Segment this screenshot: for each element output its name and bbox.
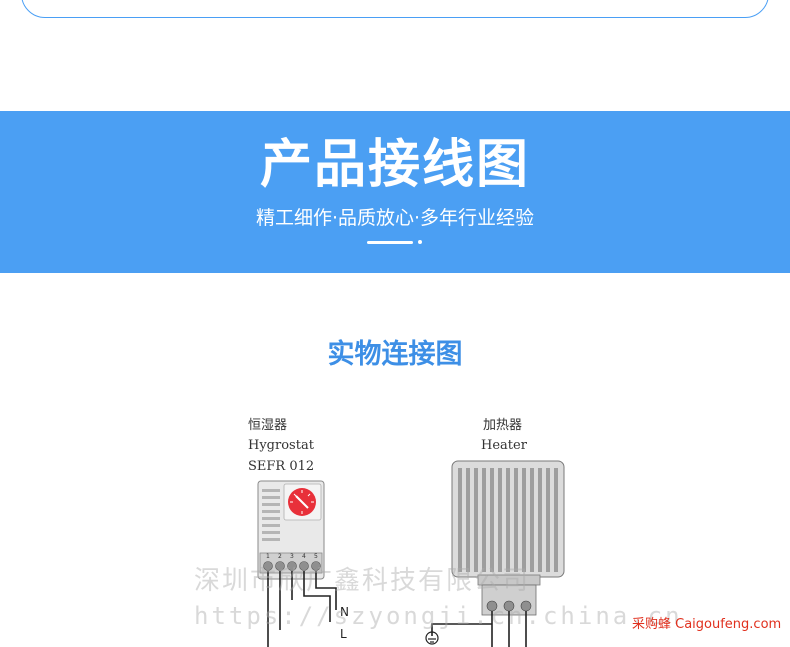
hygrostat-label-cn: 恒湿器 [248,418,288,433]
wire-label-n: N [340,605,349,619]
heater-label-en: Heater [481,438,527,453]
banner [0,111,790,273]
watermark-company: 深圳市欣广鑫科技有限公司 [194,566,531,596]
terminal-1: 1 [266,553,270,560]
banner-title: 产品接线图 [259,135,530,195]
hygrostat-wires [267,571,337,647]
ground-symbol [425,631,439,645]
banner-divider-line [367,241,413,244]
heater-label-cn: 加热器 [483,418,523,433]
banner-subtitle: 精工细作·品质放心·多年行业经验 [255,207,535,229]
banner-divider-dot [418,240,422,244]
wire-label-l: L [340,627,347,641]
terminal-4: 4 [302,553,306,560]
terminal-3: 3 [290,553,294,560]
heater-device [451,460,565,616]
watermark-url: https://szyongji.cn.china.cn [194,602,683,630]
terminal-2: 2 [278,553,282,560]
hygrostat-device: 1 2 3 4 5 [257,480,325,580]
section-title: 实物连接图 [327,339,463,370]
terminal-5: 5 [314,553,318,560]
brand-logo-text[interactable]: 采购蜂 Caigoufeng.com [632,617,782,632]
hygrostat-model: SEFR 012 [248,459,315,474]
hygrostat-label-en: Hygrostat [248,438,314,453]
